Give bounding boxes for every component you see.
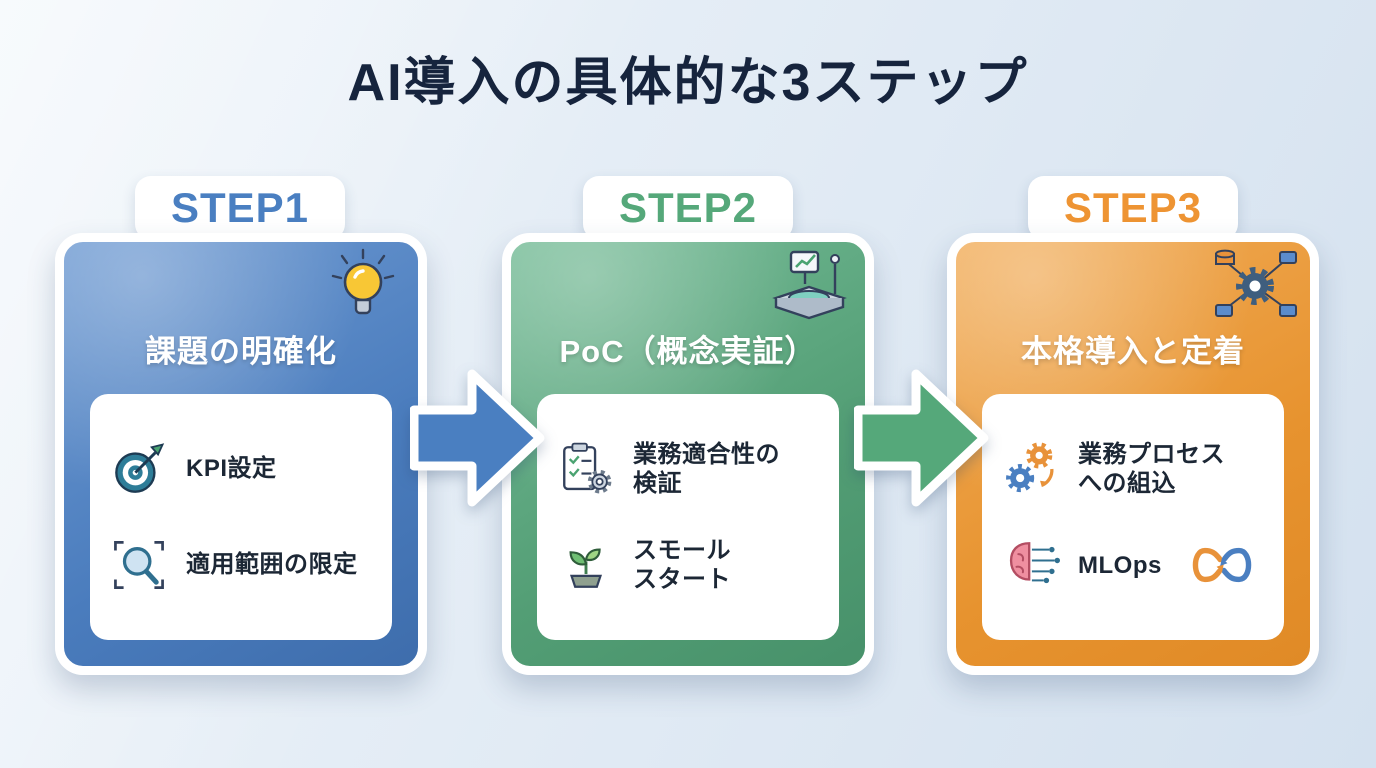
network-gear-icon [1208, 246, 1302, 326]
item-label: 業務適合性の 検証 [633, 440, 780, 497]
step2-panel: 業務適合性の 検証 スモール スタート [537, 394, 839, 640]
list-item: 業務プロセス への組込 [1002, 440, 1264, 499]
list-item: 業務適合性の 検証 [557, 440, 819, 499]
item-label: 業務プロセス への組込 [1078, 440, 1225, 498]
sprout-icon [557, 536, 615, 594]
target-icon [110, 440, 168, 498]
step1-panel: KPI設定 適用範囲の限定 [90, 394, 392, 640]
magnifier-scope-icon [110, 536, 168, 594]
step3-tab: STEP3 [1028, 176, 1238, 240]
step1-tab-label: STEP1 [170, 184, 310, 231]
item-label: スモール スタート [633, 536, 731, 594]
brain-circuit-icon [1002, 536, 1060, 594]
arrow-step2-step3 [854, 369, 989, 507]
step1-tab: STEP1 [135, 176, 345, 240]
step2-card-title: PoC（概念実証） [559, 334, 817, 369]
clipboard-check-gear-icon [557, 440, 615, 498]
page-title: AI導入の具体的な3ステップ [347, 54, 1029, 112]
step2-tab: STEP2 [583, 176, 793, 240]
list-item: KPI設定 [110, 440, 372, 498]
lightbulb-icon [316, 246, 410, 326]
step1-card: 課題の明確化 KPI設定 [55, 233, 427, 675]
infinity-loop-icon [1186, 544, 1258, 586]
step3-panel: 業務プロセス への組込 [982, 394, 1284, 640]
step2-tab-label: STEP2 [618, 184, 758, 231]
step3-tab-label: STEP3 [1063, 184, 1203, 231]
step3-card-title: 本格導入と定着 [1021, 334, 1245, 369]
arrow-step1-step2 [410, 369, 545, 507]
list-item: 適用範囲の限定 [110, 536, 372, 594]
item-label: MLOps [1078, 551, 1162, 579]
gears-cycle-icon [1002, 440, 1060, 498]
step1-card-title: 課題の明確化 [145, 334, 337, 369]
item-label: 適用範囲の限定 [186, 551, 358, 579]
step2-card: PoC（概念実証） 業務適合性の 検証 [502, 233, 874, 675]
item-label: KPI設定 [186, 455, 277, 483]
step3-card: 本格導入と定着 業務プロセス への組込 [947, 233, 1319, 675]
list-item: スモール スタート [557, 536, 819, 595]
poc-platform-icon [763, 246, 857, 326]
list-item: MLOps [1002, 536, 1264, 594]
